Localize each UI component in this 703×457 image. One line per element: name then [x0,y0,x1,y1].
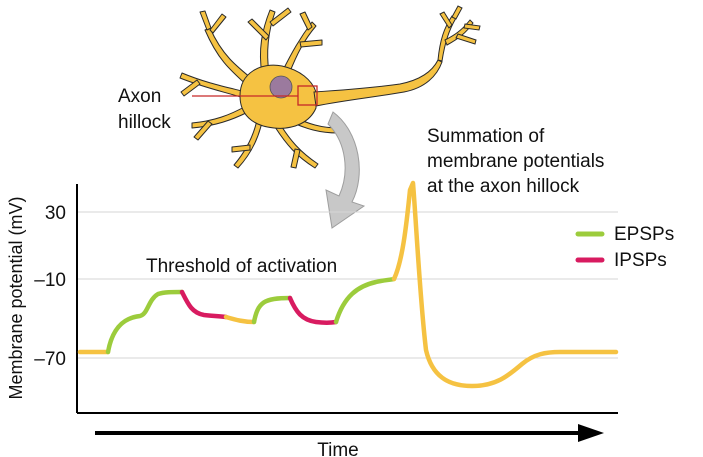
epsp-trace-3 [333,276,397,325]
ipsp-trace-2 [287,295,339,325]
ipsp-trace-1 [179,289,229,320]
y-tick-minus10: –10 [34,270,66,291]
membrane-potential-graph: 30 –10 –70 Membrane potential (mV) Thres… [6,180,674,457]
axon-hillock-label-line2: hillock [118,112,171,133]
legend-epsp-label: EPSPs [614,224,674,245]
resting-trace-2 [223,314,257,325]
action-potential-trace [391,180,619,389]
time-arrow [95,424,604,442]
threshold-label: Threshold of activation [146,256,337,277]
y-tick-30: 30 [45,203,66,224]
summation-label-line2: membrane potentials [427,151,604,172]
legend: EPSPs IPSPs [575,224,674,271]
y-tick-minus70: –70 [34,349,66,370]
neuron-illustration [179,5,481,169]
legend-ipsp-label: IPSPs [614,250,667,271]
epsp-trace-1 [105,289,185,355]
curved-arrow-icon [325,111,366,229]
summation-label-line1: Summation of [427,126,545,147]
y-axis-label: Membrane potential (mV) [6,196,26,399]
x-axis-label: Time [317,440,359,457]
axon-hillock-label-line1: Axon [118,86,161,107]
arrowhead-icon [578,424,604,442]
epsp-trace-2 [251,295,293,325]
nucleus-icon [269,75,293,99]
summation-label-line3: at the axon hillock [427,176,580,197]
